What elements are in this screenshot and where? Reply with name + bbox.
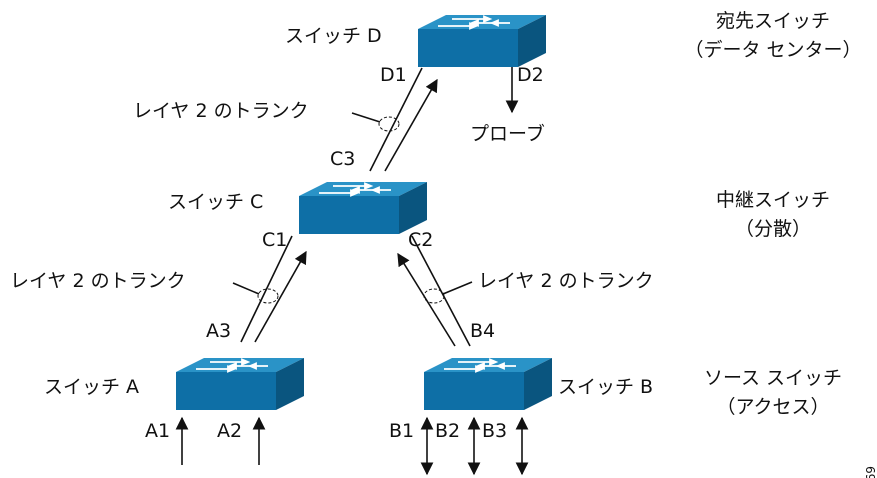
trunk-dc-label: レイヤ 2 のトランク (133, 100, 309, 122)
trunk-cb-callout-oval (423, 288, 445, 304)
port-b3-label: B3 (482, 420, 507, 442)
port-c1-label: C1 (262, 229, 287, 251)
switch-a-icon (175, 357, 305, 411)
port-b4-label: B4 (470, 320, 495, 342)
port-d2-label: D2 (517, 64, 544, 86)
role-destination-line1: 宛先スイッチ (716, 10, 830, 32)
switch-b-label: スイッチ B (558, 376, 653, 398)
trunk-dc-callout-oval (378, 116, 400, 132)
port-b2-label: B2 (435, 420, 460, 442)
role-destination-line2: （データ センター） (684, 39, 861, 61)
port-c3-label: C3 (330, 148, 355, 170)
port-a1-label: A1 (145, 420, 170, 442)
trunk-dc-line-up (384, 78, 438, 172)
port-a3-label: A3 (206, 320, 231, 342)
role-source-line2: （アクセス） (716, 396, 829, 418)
probe-label: プローブ (470, 122, 545, 145)
switch-c-label: スイッチ C (168, 191, 263, 213)
port-b1-label: B1 (389, 420, 414, 442)
switch-d-icon (417, 14, 547, 68)
trunk-ca-line-up (254, 250, 307, 343)
port-c2-label: C2 (408, 229, 433, 251)
role-source-line1: ソース スイッチ (704, 367, 842, 389)
port-a2-label: A2 (217, 420, 242, 442)
figure-id: 69 (863, 466, 877, 478)
trunk-ca-line (240, 235, 293, 343)
port-d1-label: D1 (380, 64, 407, 86)
switch-a-label: スイッチ A (44, 376, 139, 398)
trunk-cb-label: レイヤ 2 のトランク (478, 270, 654, 292)
switch-d-label: スイッチ D (285, 25, 382, 47)
trunk-dc-leader (351, 112, 381, 123)
trunk-ca-label: レイヤ 2 のトランク (10, 270, 186, 292)
role-relay-line1: 中継スイッチ (716, 189, 830, 211)
switch-c-icon (298, 181, 428, 235)
trunk-ca-callout-oval (257, 288, 279, 304)
role-relay-line2: （分散） (735, 218, 811, 240)
switch-b-icon (423, 357, 553, 411)
trunk-cb-leader (442, 281, 473, 295)
trunk-ca-leader (232, 282, 260, 295)
